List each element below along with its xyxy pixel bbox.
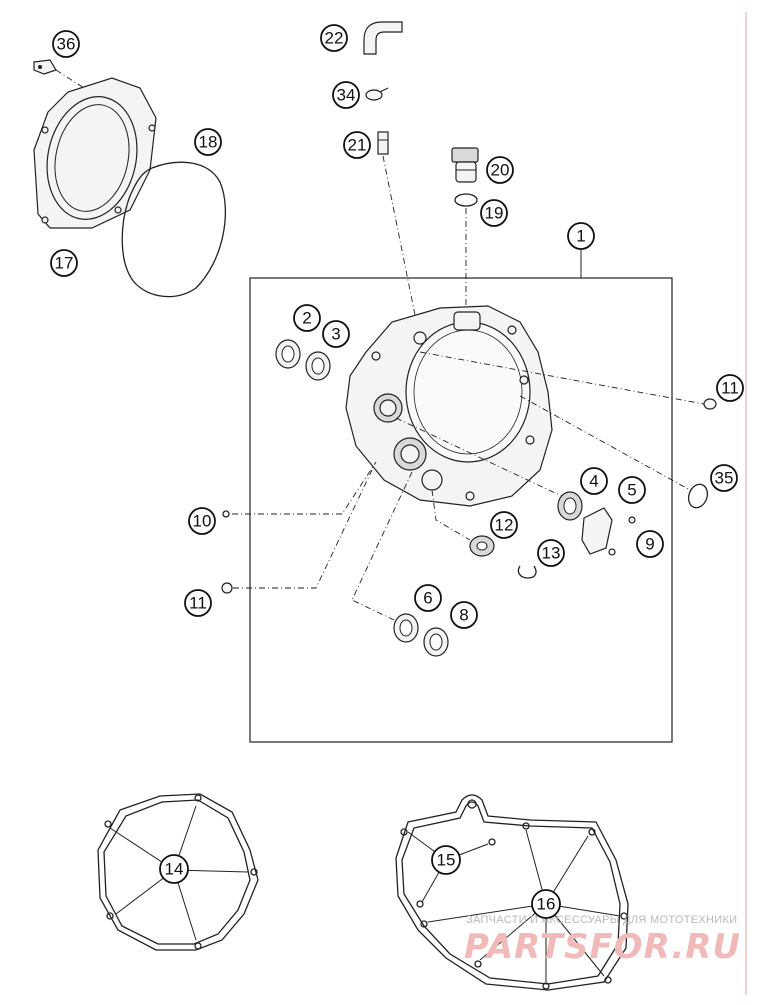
shaft-seal-8-part [423, 627, 449, 657]
plug-11-part [703, 398, 717, 410]
callout-2[interactable]: 2 [293, 304, 321, 332]
assembly-frame [249, 277, 673, 743]
fitting-part [377, 131, 389, 155]
callout-9[interactable]: 9 [636, 530, 664, 558]
cover-plate-part [581, 507, 613, 555]
svg-text:34: 34 [337, 86, 356, 105]
bearing-part [557, 491, 583, 521]
svg-text:1: 1 [576, 227, 585, 246]
svg-text:16: 16 [537, 895, 556, 914]
callout-17[interactable]: 17 [50, 249, 78, 277]
callout-19[interactable]: 19 [480, 199, 508, 227]
svg-text:13: 13 [542, 544, 561, 563]
cover-gasket-part [121, 161, 227, 298]
callout-10[interactable]: 10 [188, 507, 216, 535]
svg-text:8: 8 [459, 606, 468, 625]
clutch-cover-housing-part [345, 305, 553, 507]
svg-text:11: 11 [721, 379, 739, 398]
leader-6 [351, 471, 413, 621]
svg-text:4: 4 [589, 472, 598, 491]
svg-text:14: 14 [165, 860, 184, 879]
callout-3[interactable]: 3 [322, 320, 350, 348]
leader-35 [519, 395, 691, 491]
shaft-seal-6-part [393, 613, 419, 643]
outer-cover-gasket-part [97, 793, 259, 951]
leader-4 [395, 417, 571, 501]
ball-10-part [222, 510, 230, 518]
leader-10 [232, 461, 377, 515]
inner-cover-gasket-part [395, 794, 629, 991]
svg-text:15: 15 [437, 851, 456, 870]
leader-21 [382, 155, 419, 331]
callout-1[interactable]: 1 [567, 222, 595, 250]
callout-6[interactable]: 6 [414, 584, 442, 612]
svg-text:3: 3 [331, 325, 340, 344]
hose-clamp-part [365, 87, 389, 101]
svg-text:36: 36 [57, 35, 76, 54]
callout-18[interactable]: 18 [194, 128, 222, 156]
svg-text:18: 18 [199, 133, 218, 152]
svg-text:11: 11 [189, 594, 207, 613]
callout-22[interactable]: 22 [320, 24, 348, 52]
svg-text:9: 9 [645, 535, 654, 554]
callout-11-right[interactable]: 11 [716, 374, 744, 402]
callout-5[interactable]: 5 [618, 476, 646, 504]
svg-text:21: 21 [348, 136, 367, 155]
callout-36[interactable]: 36 [52, 30, 80, 58]
o-ring-35-part [687, 483, 709, 509]
svg-text:19: 19 [485, 204, 504, 223]
callout-20[interactable]: 20 [486, 156, 514, 184]
svg-text:12: 12 [495, 516, 514, 535]
leader-11a [419, 351, 705, 405]
svg-text:10: 10 [193, 512, 212, 531]
callout-12[interactable]: 12 [490, 511, 518, 539]
callout-15[interactable]: 15 [431, 845, 461, 875]
shaft-seal-2-part [275, 339, 301, 369]
svg-text:2: 2 [302, 309, 311, 328]
callout-21[interactable]: 21 [343, 131, 371, 159]
screws-part [608, 516, 636, 556]
leader-11b [233, 469, 373, 589]
callout-34[interactable]: 34 [332, 81, 360, 109]
hose-part [363, 21, 403, 55]
svg-text:22: 22 [325, 29, 344, 48]
cap-12-part [469, 535, 495, 557]
callout-16[interactable]: 16 [531, 889, 561, 919]
outer-clutch-cover-part [33, 77, 157, 229]
bracket-part [33, 59, 57, 75]
callout-35[interactable]: 35 [710, 464, 738, 492]
callout-4[interactable]: 4 [580, 467, 608, 495]
callout-14[interactable]: 14 [159, 854, 189, 884]
svg-text:20: 20 [491, 161, 510, 180]
leader-12 [431, 489, 471, 541]
callout-11-left[interactable]: 11 [184, 589, 212, 617]
circlip-part [517, 565, 537, 579]
svg-text:6: 6 [423, 589, 432, 608]
callout-13[interactable]: 13 [537, 539, 565, 567]
o-ring-part [454, 193, 478, 207]
watermark-tagline: ЗАПЧАСТИ И АКСЕССУАРЫ ДЛЯ МОТОТЕХНИКИ [466, 914, 737, 926]
svg-text:35: 35 [715, 469, 734, 488]
leader-36 [55, 69, 85, 89]
svg-text:17: 17 [55, 254, 74, 273]
watermark-logo: PARTSFOR.RU [464, 927, 741, 967]
plug-11-left-part [221, 582, 233, 594]
oil-filler-plug-part [451, 147, 479, 183]
callout-8[interactable]: 8 [450, 601, 478, 629]
shaft-seal-3-part [305, 351, 331, 381]
svg-text:5: 5 [627, 481, 636, 500]
